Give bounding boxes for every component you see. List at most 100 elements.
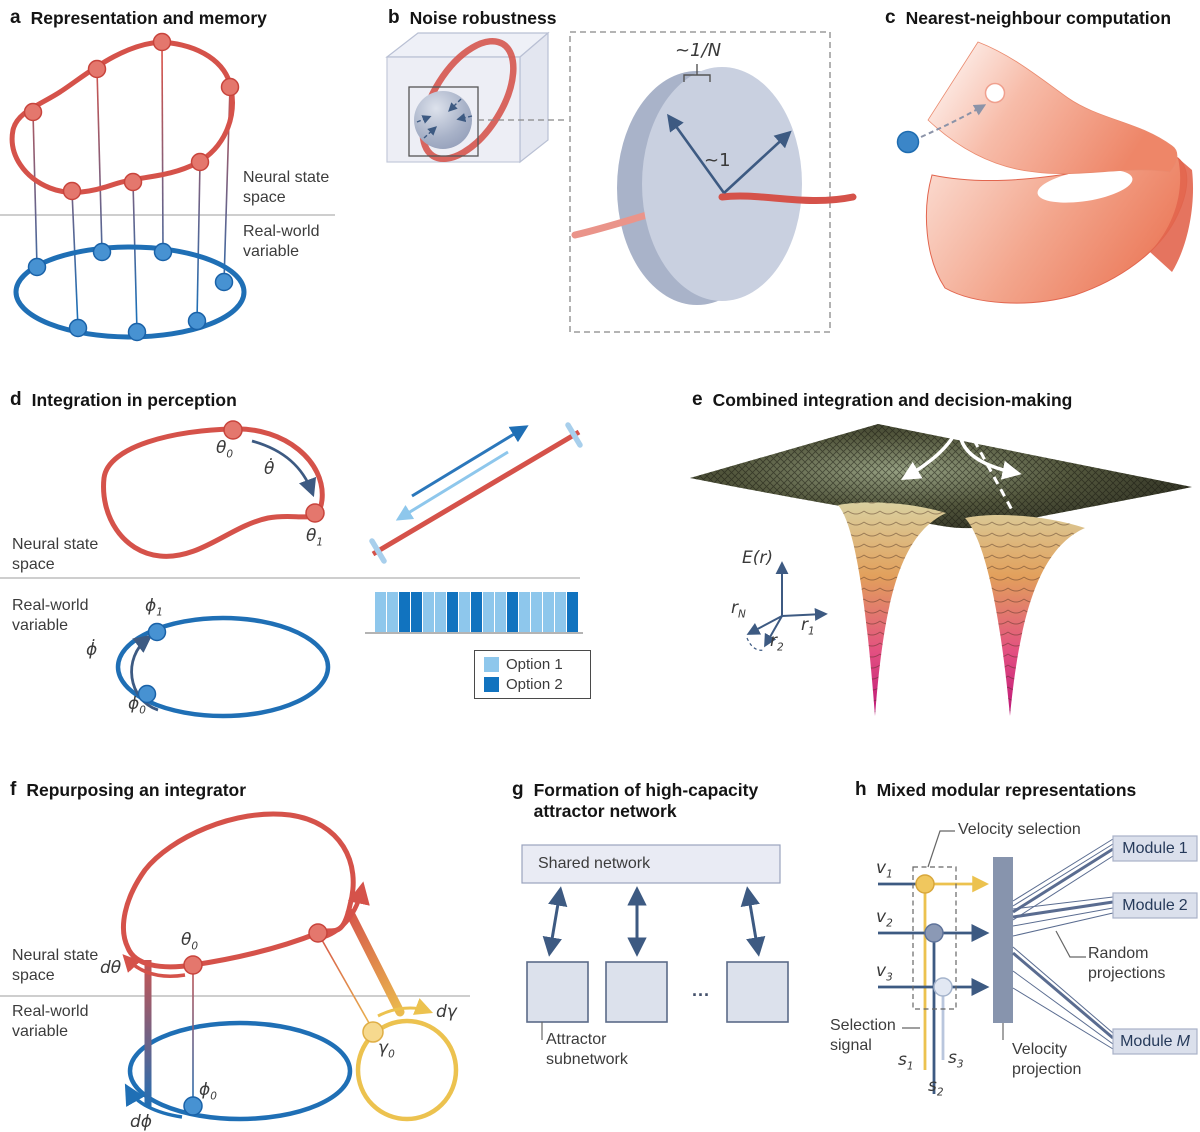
real-world-ring bbox=[115, 615, 331, 719]
axis-end-tick bbox=[565, 422, 583, 448]
gamma0-label: γ0 bbox=[378, 1038, 395, 1061]
neural-state-space-label: Neural state space bbox=[243, 169, 330, 206]
width-label-pre: ~1/ bbox=[674, 40, 708, 61]
noise-convergence-arrows bbox=[416, 98, 473, 139]
attractor-subnetwork-label: Attractor subnetwork bbox=[546, 1031, 628, 1068]
basin-width-label: ~1/N bbox=[668, 42, 728, 60]
manifold-curve-front bbox=[718, 192, 857, 205]
neural-state-manifold bbox=[120, 811, 356, 970]
dphi-arrow bbox=[124, 1083, 183, 1119]
legend-row: Option 1 bbox=[484, 656, 590, 673]
velocity-projection-label: Velocity projection bbox=[1012, 1041, 1082, 1078]
phi0-label: ϕ0 bbox=[199, 1080, 217, 1103]
stripe-segment bbox=[471, 592, 483, 632]
panel-a-graphic bbox=[0, 32, 335, 342]
dphi-label: dϕ bbox=[130, 1112, 153, 1132]
thin-repurpose-line bbox=[317, 932, 374, 1031]
panel-title-text: Integration in perception bbox=[31, 390, 237, 410]
theta0-dot bbox=[223, 420, 243, 440]
attractor-subnetwork-box bbox=[526, 961, 589, 1023]
panel-letter: e bbox=[692, 389, 703, 410]
phi1-dot bbox=[147, 622, 167, 642]
dgamma-arrow bbox=[377, 998, 434, 1018]
stripe-segment bbox=[387, 592, 399, 632]
stripe-segment bbox=[399, 592, 411, 632]
nearest-neighbour-arrow bbox=[920, 104, 987, 138]
stripe-segment bbox=[411, 592, 423, 632]
s3-label: s3 bbox=[948, 1048, 964, 1071]
bidirectional-arrows bbox=[542, 886, 766, 957]
drift-arrow-up bbox=[411, 425, 529, 498]
panel-title-text: Representation and memory bbox=[30, 8, 267, 28]
option1-label: Option 1 bbox=[506, 656, 563, 673]
neural-state-space-label: Neural state space bbox=[12, 947, 99, 984]
phi0-dot bbox=[137, 684, 157, 704]
panel-h-title: h Mixed modular representations bbox=[855, 779, 1136, 801]
theta0-label: θ0 bbox=[181, 930, 199, 953]
real-world-ring bbox=[127, 1020, 353, 1122]
panel-g-title: g Formation of high-capacity attractor n… bbox=[512, 779, 812, 822]
dtheta-arrow bbox=[122, 954, 186, 978]
panel-h-graphic bbox=[878, 830, 1198, 1094]
basin-disk-front bbox=[642, 67, 802, 301]
panel-f-title: f Repurposing an integrator bbox=[10, 779, 246, 801]
new-variable-ring bbox=[355, 1018, 459, 1122]
neural-state-loop bbox=[101, 426, 325, 559]
option2-label: Option 2 bbox=[506, 676, 563, 693]
stripe-segment bbox=[519, 592, 531, 632]
panel-title-text: Nearest-neighbour computation bbox=[905, 8, 1172, 28]
v2-label: v2 bbox=[876, 907, 893, 930]
panel-letter: c bbox=[885, 7, 896, 28]
basin-radius-arrow bbox=[667, 113, 726, 194]
v3-label: v3 bbox=[876, 961, 893, 984]
basin-radius-arrow bbox=[723, 130, 792, 194]
panel-d-graphic bbox=[0, 420, 583, 719]
stripe-segment bbox=[531, 592, 543, 632]
stripe-segment bbox=[435, 592, 447, 632]
axis-indicator bbox=[746, 561, 828, 651]
panel-a-title: a Representation and memory bbox=[10, 7, 267, 29]
real-world-variable-label: Real-world variable bbox=[243, 223, 320, 260]
theta1-dot bbox=[305, 503, 325, 523]
ellipsis: ... bbox=[692, 980, 711, 1000]
upper-manifold-sheet bbox=[927, 41, 1178, 174]
panel-letter: f bbox=[10, 779, 17, 800]
random-projection-lines bbox=[1012, 838, 1114, 1050]
real-world-variable-label: Real-world variable bbox=[12, 1003, 89, 1040]
panel-title-text: Formation of high-capacity attractor net… bbox=[533, 780, 759, 821]
trajectory-branch-left bbox=[901, 423, 962, 480]
s1-label: s1 bbox=[898, 1050, 914, 1073]
stripe-segment bbox=[483, 592, 495, 632]
panel-letter: a bbox=[10, 7, 21, 28]
module-box bbox=[1112, 892, 1198, 919]
gate-dot-v3 bbox=[933, 977, 953, 997]
panel-f-graphic bbox=[0, 811, 470, 1122]
dgamma-label: dγ bbox=[436, 1002, 457, 1022]
attractor-subnetwork-box bbox=[605, 961, 668, 1023]
shared-network-box bbox=[521, 844, 781, 884]
r2-axis-label: r2 bbox=[770, 631, 784, 654]
rn-axis-label: rN bbox=[731, 598, 746, 621]
stimulus-axis bbox=[371, 429, 581, 557]
panel-letter: h bbox=[855, 779, 867, 800]
panel-e-title: e Combined integration and decision-maki… bbox=[692, 389, 1072, 411]
theta-dot-arrow bbox=[251, 439, 317, 498]
theta-dot-label: θ̇ bbox=[264, 459, 275, 479]
zoom-detail-box bbox=[569, 31, 831, 333]
state-mapping-connectors bbox=[32, 41, 231, 333]
gamma0-dot bbox=[362, 1021, 384, 1043]
panel-b-title: b Noise robustness bbox=[388, 7, 556, 29]
legend-row: Option 2 bbox=[484, 676, 590, 693]
dtheta-label: dθ bbox=[100, 958, 122, 978]
panel-c-title: c Nearest-neighbour computation bbox=[885, 7, 1172, 29]
target-hole bbox=[984, 82, 1006, 104]
thick-repurpose-line bbox=[345, 908, 405, 1017]
panel-b-graphic bbox=[385, 31, 857, 333]
s2-label: s2 bbox=[928, 1076, 944, 1099]
evidence-stripe-bar bbox=[375, 592, 579, 632]
axis-end-tick bbox=[369, 538, 387, 564]
